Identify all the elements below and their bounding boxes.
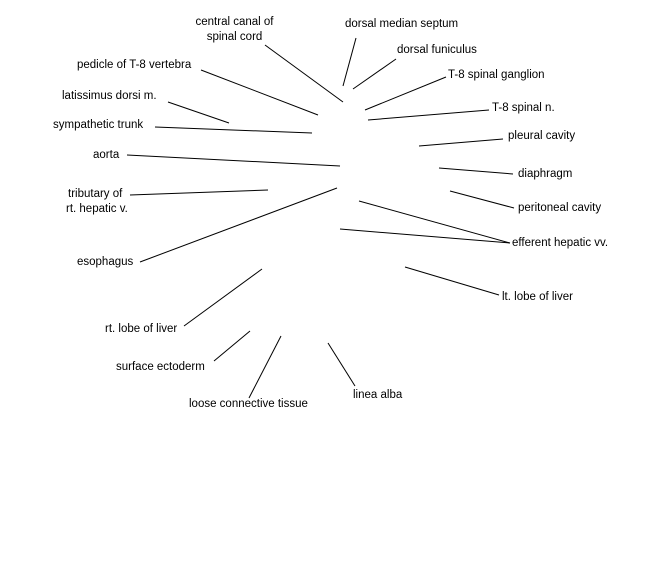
leader-central-canal: [264, 44, 344, 103]
label-sympathetic-trunk: sympathetic trunk: [53, 119, 144, 131]
leader-rt-lobe: [183, 268, 263, 327]
label-peritoneal-cavity: peritoneal cavity: [518, 202, 602, 214]
leader-sympathetic-trunk: [154, 126, 313, 134]
label-line: spinal cord: [206, 31, 263, 43]
leader-esophagus: [139, 187, 338, 263]
leader-efferent-1: [358, 200, 511, 244]
label-pleural-cavity: pleural cavity: [508, 130, 576, 142]
label-efferent-hepatic: efferent hepatic vv.: [512, 237, 609, 249]
leader-peritoneal-cavity: [449, 190, 515, 209]
leader-dorsal-funiculus: [352, 58, 397, 90]
label-line: tributary of: [68, 188, 123, 200]
label-loose-connective: loose connective tissue: [189, 398, 308, 410]
leader-efferent-2: [339, 228, 511, 244]
leader-pedicle: [200, 69, 319, 116]
leader-loose-connective: [248, 335, 282, 399]
label-linea-alba: linea alba: [353, 389, 403, 401]
leader-spinal-nerve: [367, 109, 490, 121]
leader-linea-alba: [327, 342, 356, 387]
label-spinal-nerve: T-8 spinal n.: [492, 102, 555, 114]
leader-spinal-ganglion: [364, 76, 447, 111]
label-tributary: tributary of rt. hepatic v.: [66, 187, 128, 217]
label-aorta: aorta: [93, 149, 120, 161]
label-pedicle: pedicle of T-8 vertebra: [77, 59, 192, 71]
leader-latissimus: [167, 101, 230, 124]
label-dorsal-median-septum: dorsal median septum: [345, 18, 459, 30]
label-rt-lobe: rt. lobe of liver: [105, 323, 178, 335]
label-spinal-ganglion: T-8 spinal ganglion: [448, 69, 545, 81]
leader-surface-ectoderm: [213, 330, 251, 362]
label-dorsal-funiculus: dorsal funiculus: [397, 44, 477, 56]
label-diaphragm: diaphragm: [518, 168, 573, 180]
label-surface-ectoderm: surface ectoderm: [116, 361, 205, 373]
label-lt-lobe: lt. lobe of liver: [502, 291, 573, 303]
label-latissimus: latissimus dorsi m.: [62, 90, 157, 102]
leader-pleural-cavity: [418, 138, 504, 147]
leader-diaphragm: [438, 167, 514, 175]
leader-aorta: [126, 154, 341, 167]
label-esophagus: esophagus: [77, 256, 134, 268]
label-line: central canal of: [195, 16, 274, 28]
leader-tributary: [129, 189, 269, 196]
leader-dorsal-median-septum: [342, 37, 357, 87]
label-central-canal: central canal of spinal cord: [182, 15, 287, 45]
label-line: rt. hepatic v.: [66, 203, 128, 215]
leader-lt-lobe: [404, 266, 500, 296]
